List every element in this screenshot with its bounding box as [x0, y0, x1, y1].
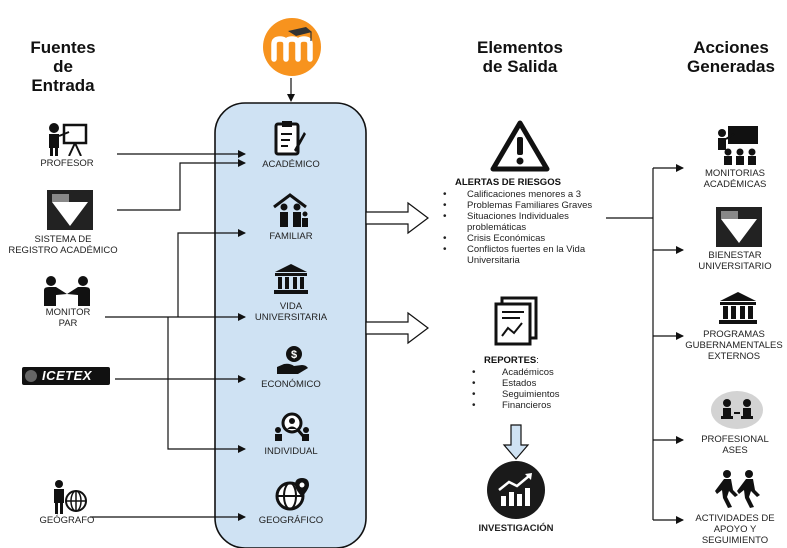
reports-list: Académicos Estados Seguimientos Financie…: [470, 367, 590, 411]
svg-text:$: $: [291, 349, 297, 361]
geographer-icon: [54, 480, 87, 514]
actions-header: Acciones Generadas: [676, 38, 786, 76]
action-profesional-line-2: ASES: [722, 445, 748, 456]
source-monitor: MONITOR PAR: [28, 307, 108, 329]
teacher-icon: [49, 123, 88, 156]
action-actividades-line-3: SEGUIMIENTO: [701, 535, 769, 546]
category-individual: INDIVIDUAL: [264, 446, 318, 457]
list-item: Calificaciones menores a 3: [441, 189, 621, 200]
actions-header-line-1: Acciones: [693, 38, 769, 57]
source-sistema-line-1: SISTEMA DE: [34, 234, 92, 245]
action-actividades-line-2: APOYO Y: [713, 524, 757, 535]
inputs-header-line-2: de: [53, 57, 73, 76]
reports-title-suffix: :: [536, 355, 539, 366]
category-geografico: GEOGRÁFICO: [258, 515, 324, 526]
handshake-icon: [44, 276, 90, 306]
list-item: Conflictos fuertes en la Vida Universita…: [441, 244, 621, 266]
category-vida-line-1: VIDA: [279, 301, 303, 312]
report-icon: [494, 296, 538, 346]
registry-logo: [47, 190, 93, 230]
alerts-title: ALERTAS DE RIESGOS: [455, 177, 561, 188]
action-programas-line-3: EXTERNOS: [707, 351, 761, 362]
icetex-logo: ICETEX: [22, 367, 110, 385]
money-hand-icon: $: [277, 346, 308, 374]
action-bienestar-line-2: UNIVERSITARIO: [698, 261, 772, 272]
registry-logo: [716, 207, 762, 247]
action-bienestar-line-1: BIENESTAR: [708, 250, 762, 261]
institution-icon: [719, 292, 757, 324]
source-monitor-line-2: PAR: [58, 318, 78, 329]
action-programas-line-1: PROGRAMAS: [703, 329, 765, 340]
list-item: Problemas Familiares Graves: [441, 200, 621, 211]
action-monitorias-line-2: ACADÉMICAS: [703, 179, 767, 190]
action-actividades-line-1: ACTIVIDADES DE: [695, 513, 775, 524]
category-economico: ECONÓMICO: [261, 379, 321, 390]
action-monitorias: MONITORIAS ACADÉMICAS: [684, 168, 786, 190]
person-search-icon: [275, 412, 309, 441]
list-item: Seguimientos: [470, 389, 590, 400]
alerts-block: ALERTAS DE RIESGOS Calificaciones menore…: [441, 177, 621, 266]
action-actividades: ACTIVIDADES DE APOYO Y SEGUIMIENTO: [684, 513, 786, 546]
source-sistema: SISTEMA DE REGISTRO ACADÉMICO: [1, 234, 125, 256]
category-vida: VIDA UNIVERSITARIA: [236, 301, 346, 323]
action-profesional-line-1: PROFESIONAL: [701, 434, 769, 445]
source-sistema-line-2: REGISTRO ACADÉMICO: [8, 245, 118, 256]
icetex-logo-text: ICETEX: [42, 368, 92, 383]
category-vida-line-2: UNIVERSITARIA: [254, 312, 328, 323]
outputs-header: Elementos de Salida: [460, 38, 580, 76]
source-monitor-line-1: MONITOR: [45, 307, 91, 318]
action-bienestar: BIENESTAR UNIVERSITARIO: [684, 250, 786, 272]
actions-header-line-2: Generadas: [687, 57, 775, 76]
action-programas: PROGRAMAS GUBERNAMENTALES EXTERNOS: [681, 329, 787, 362]
reports-block: REPORTES: Académicos Estados Seguimiento…: [470, 355, 590, 411]
action-profesional: PROFESIONAL ASES: [684, 434, 786, 456]
category-familiar: FAMILIAR: [269, 231, 313, 242]
action-programas-line-2: GUBERNAMENTALES: [685, 340, 783, 351]
action-monitorias-line-1: MONITORIAS: [705, 168, 765, 179]
list-item: Estados: [470, 378, 590, 389]
list-item: Académicos: [470, 367, 590, 378]
classroom-icon: [718, 126, 758, 165]
category-academico: ACADÉMICO: [262, 159, 320, 170]
warning-icon: [490, 120, 550, 172]
reports-title-text: REPORTES: [484, 355, 537, 366]
clipboard-icon: [274, 121, 306, 156]
inputs-header-line-1: Fuentes: [30, 38, 96, 57]
source-geografo: GEÓGRAFO: [39, 515, 95, 526]
inputs-header: Fuentes de Entrada: [14, 38, 112, 95]
list-item: Financieros: [470, 400, 590, 411]
family-icon: [273, 193, 308, 227]
walking-people-icon: [715, 470, 760, 508]
moodle-logo: [263, 18, 321, 76]
inputs-header-line-3: Entrada: [31, 76, 95, 95]
globe-pin-icon: [275, 478, 309, 511]
list-item: Situaciones Individuales problemáticas: [441, 211, 621, 233]
research-label: INVESTIGACIÓN: [478, 523, 554, 534]
alerts-list: Calificaciones menores a 3 Problemas Fam…: [441, 189, 621, 266]
outputs-header-line-2: de Salida: [482, 57, 558, 76]
source-profesor: PROFESOR: [40, 158, 94, 169]
growth-chart-icon: [487, 461, 545, 519]
outputs-header-line-1: Elementos: [477, 38, 563, 57]
list-item: Crisis Económicas: [441, 233, 621, 244]
reports-title: REPORTES:: [470, 355, 590, 366]
counseling-icon: [711, 391, 763, 429]
university-icon: [274, 264, 308, 294]
